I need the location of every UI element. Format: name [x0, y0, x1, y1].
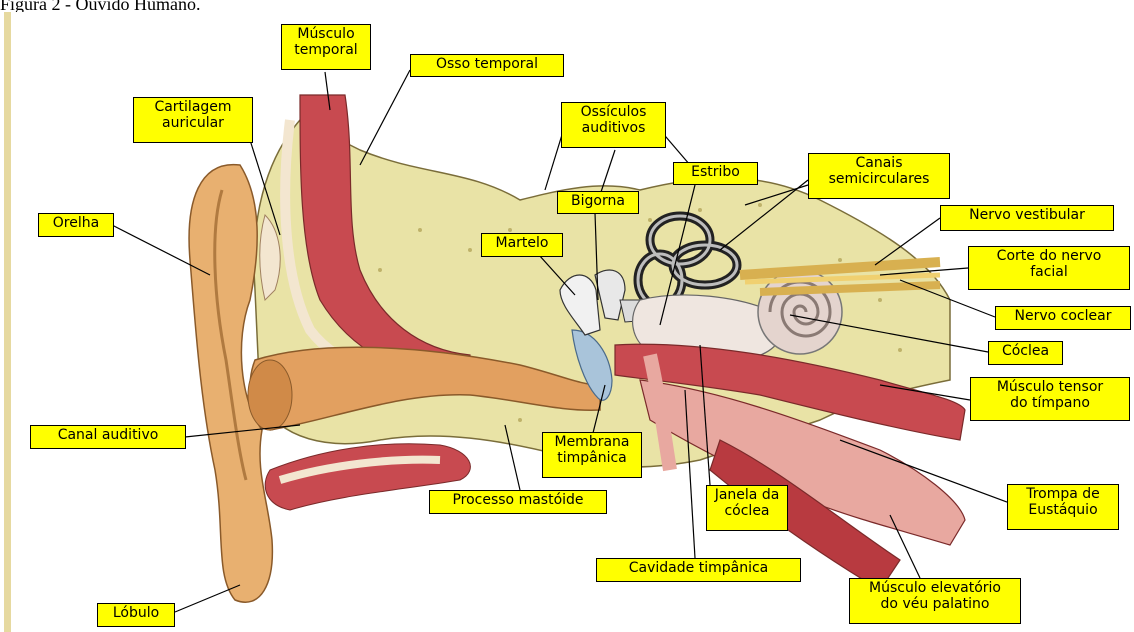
label-processo-mastoide: Processo mastóide [429, 490, 607, 514]
label-canal-auditivo: Canal auditivo [30, 425, 186, 449]
label-cavidade-timpanica: Cavidade timpânica [596, 558, 801, 582]
label-musculo-tensor-do-timpano: Músculo tensor do tímpano [970, 377, 1130, 421]
label-osso-temporal: Osso temporal [410, 54, 564, 77]
label-trompa-de-eustaquio: Trompa de Eustáquio [1007, 484, 1119, 530]
label-bigorna: Bigorna [557, 191, 639, 214]
label-corte-nervo-facial: Corte do nervo facial [968, 246, 1130, 290]
label-martelo: Martelo [481, 233, 563, 257]
label-estribo: Estribo [673, 162, 758, 185]
label-lobulo: Lóbulo [97, 603, 175, 627]
label-janela-da-coclea: Janela da cóclea [706, 485, 788, 531]
label-orelha: Orelha [38, 213, 114, 237]
label-cartilagem-auricular: Cartilagem auricular [133, 97, 253, 143]
label-nervo-vestibular: Nervo vestibular [940, 205, 1114, 231]
canal-opening [248, 360, 292, 430]
label-musculo-temporal: Músculo temporal [281, 24, 371, 70]
label-canais-semicirculares: Canais semicirculares [808, 153, 950, 199]
label-coclea: Cóclea [988, 341, 1063, 365]
label-membrana-timpanica: Membrana timpânica [542, 432, 642, 478]
label-ossiculos-auditivos: Ossículos auditivos [561, 102, 666, 148]
label-nervo-coclear: Nervo coclear [995, 306, 1131, 330]
label-musculo-elevatorio: Músculo elevatório do véu palatino [849, 578, 1021, 624]
